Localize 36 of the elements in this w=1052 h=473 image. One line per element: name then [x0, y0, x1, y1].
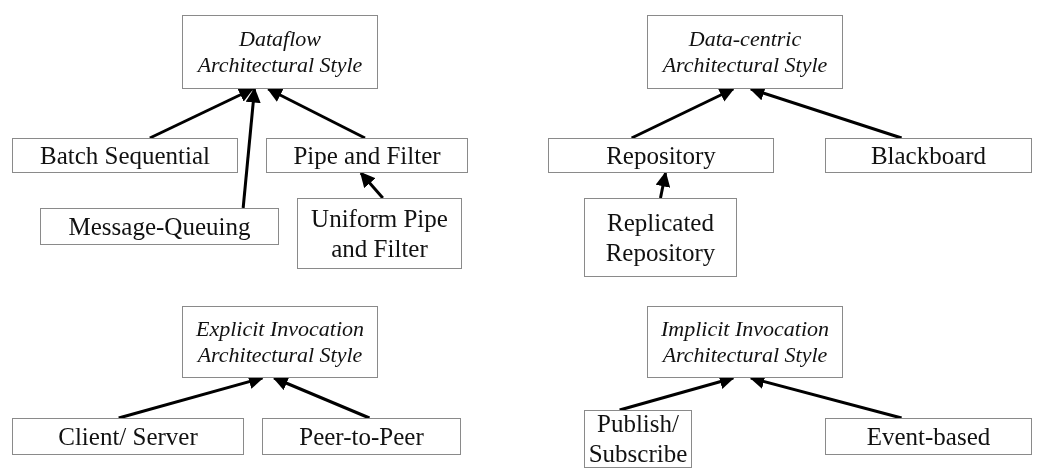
arrow [266, 87, 366, 140]
style-box [647, 15, 843, 89]
node-label: Event-based [866, 421, 991, 452]
variant-box [40, 208, 279, 245]
style-box [647, 306, 843, 378]
node-label: Client/ Server [58, 421, 198, 452]
variant-box [12, 418, 244, 455]
node-label: Dataflow Architectural Style [195, 25, 364, 79]
arrow [359, 171, 384, 199]
arrow [241, 87, 261, 209]
arrow [149, 87, 254, 140]
node-label: Pipe and Filter [293, 140, 441, 171]
variant-box [825, 418, 1032, 455]
node-label: Uniform Pipe and Filter [310, 203, 449, 264]
variant-box [266, 138, 468, 173]
style-box [182, 15, 378, 89]
node-label: Data-centric Architectural Style [660, 25, 829, 79]
node-label: Repository [606, 140, 716, 171]
variant-box [262, 418, 461, 455]
node-label: Replicated Repository [604, 207, 717, 268]
variant-box [584, 198, 737, 277]
node-label: Message-Queuing [68, 211, 251, 242]
arrow [655, 171, 671, 199]
node-label: Blackboard [870, 140, 987, 171]
node-label: Batch Sequential [39, 140, 211, 171]
node-label: Publish/ Subscribe [587, 409, 689, 469]
variant-box [548, 138, 774, 173]
variant-box [12, 138, 238, 173]
arrow [272, 376, 371, 420]
node-label: Explicit Invocation Architectural Style [195, 315, 365, 369]
node-label: Implicit Invocation Architectural Style [660, 315, 830, 369]
node-label: Peer-to-Peer [299, 421, 424, 452]
variant-box [825, 138, 1032, 173]
style-box [182, 306, 378, 378]
variant-box [297, 198, 462, 269]
arrow [630, 87, 735, 140]
